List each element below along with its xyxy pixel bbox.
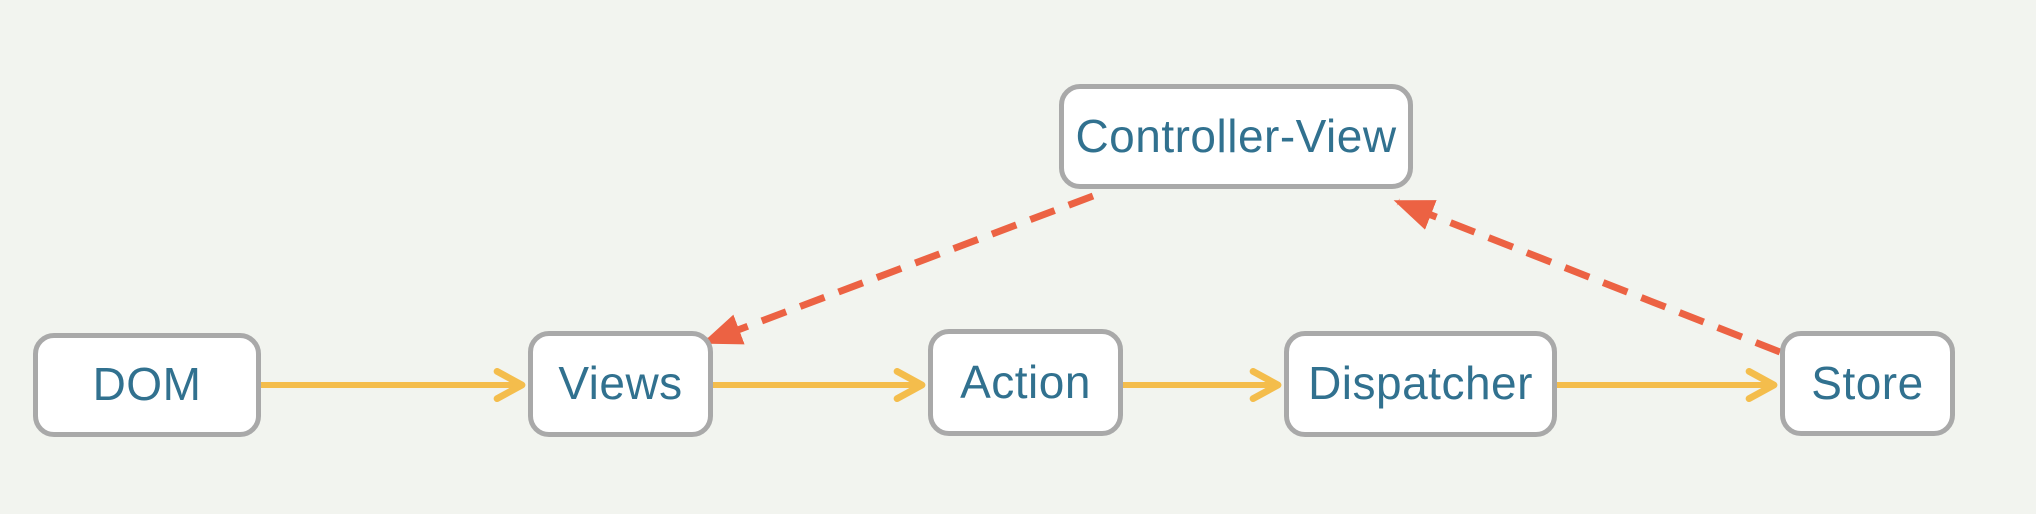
node-dom: DOM (33, 333, 261, 437)
node-views-label: Views (558, 357, 683, 409)
edge-controller-view-views (701, 192, 1095, 346)
node-action-label: Action (960, 355, 1091, 408)
node-dispatcher-label: Dispatcher (1308, 357, 1533, 409)
node-dom-label: DOM (92, 358, 202, 410)
edge-store-controller-view (1393, 198, 1782, 356)
node-controller-view: Controller-View (1059, 84, 1413, 189)
node-store-label: Store (1811, 356, 1924, 409)
node-dispatcher: Dispatcher (1284, 331, 1557, 437)
node-controller-view-label: Controller-View (1075, 109, 1397, 162)
node-store: Store (1780, 331, 1955, 436)
node-action: Action (928, 329, 1123, 436)
node-views: Views (528, 331, 713, 437)
